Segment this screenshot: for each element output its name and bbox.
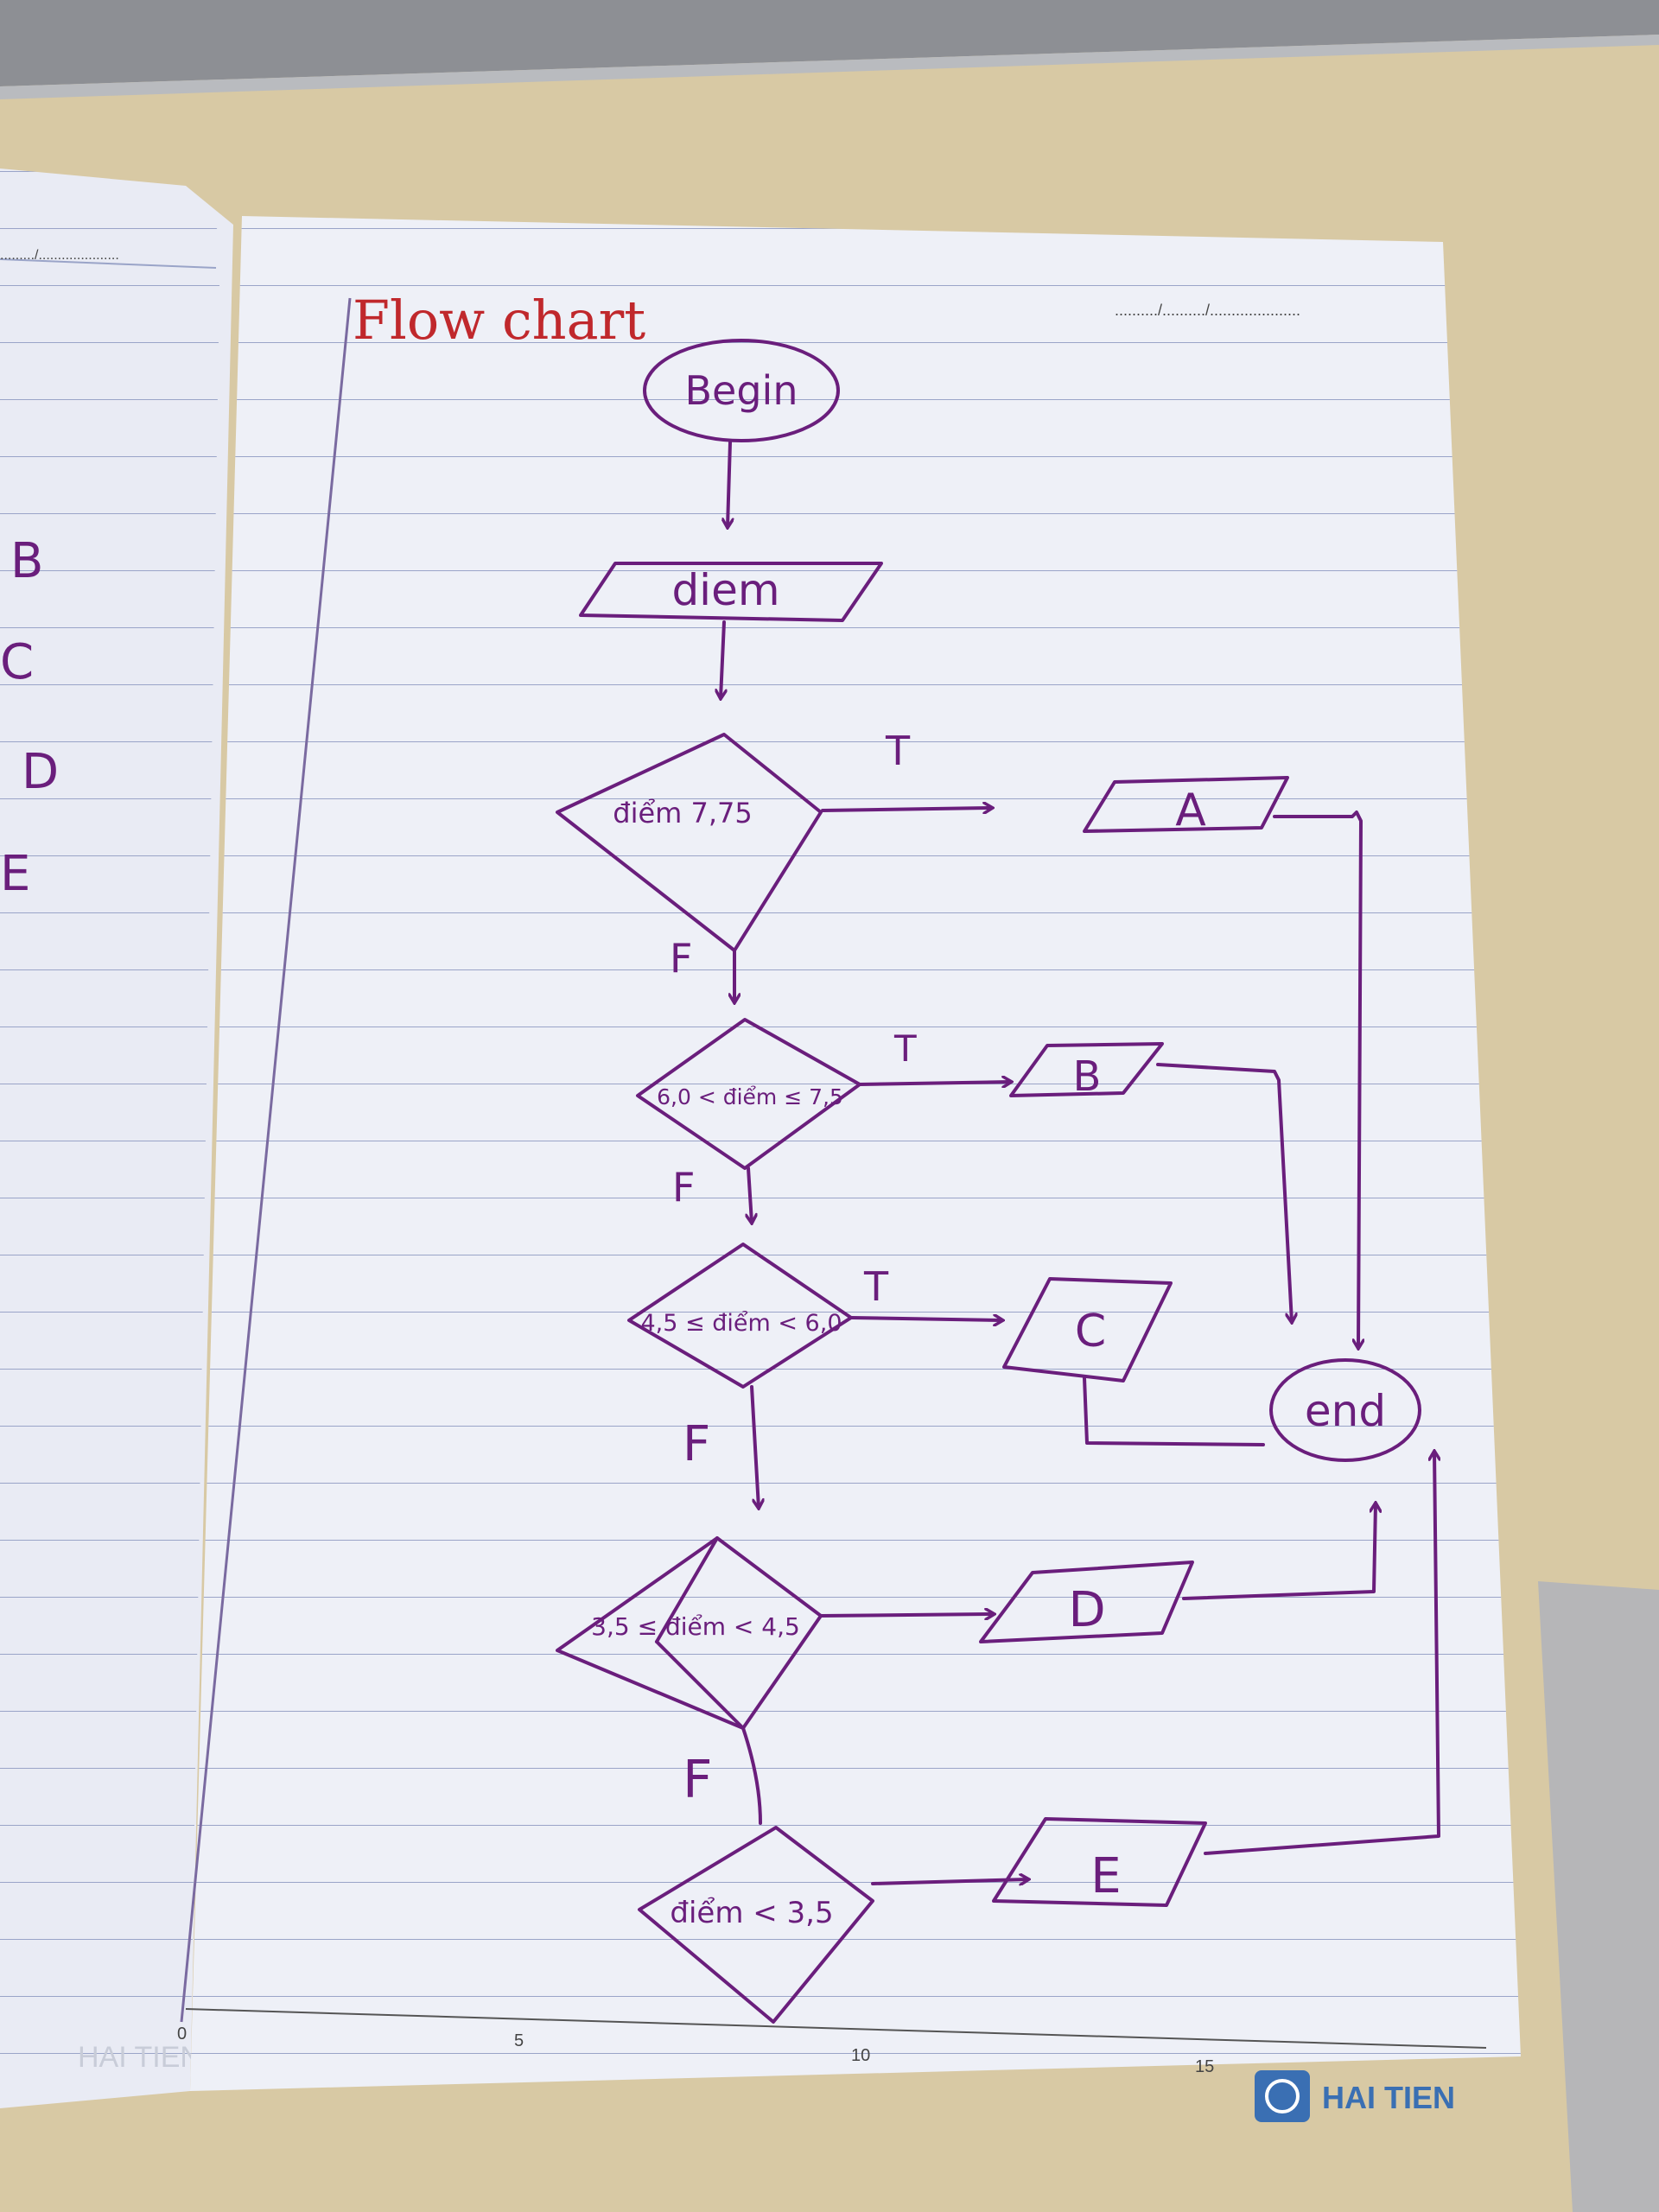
decision-3-text: 4,5 ≤ điểm < 6,0	[640, 1310, 842, 1337]
output-c-label: C	[1075, 1306, 1106, 1357]
output-e-label: E	[1090, 1848, 1121, 1904]
decision-1-false-label: F	[670, 935, 692, 982]
ruler-tick-10: 10	[851, 2046, 870, 2065]
decision-2-text: 6,0 < điểm ≤ 7,5	[657, 1084, 843, 1109]
ruler-line	[185, 2008, 1487, 2049]
output-b-label: B	[1073, 1052, 1102, 1101]
connector-a-end	[1273, 810, 1361, 1348]
output-d-label: D	[1068, 1582, 1105, 1638]
left-letter-d: D	[22, 744, 59, 800]
output-b	[1009, 1042, 1164, 1097]
arrow-d2-false	[748, 1166, 752, 1223]
decision-5-text: điểm < 3,5	[670, 1896, 833, 1930]
decision-5	[638, 1826, 874, 2024]
output-a-label: A	[1175, 785, 1206, 836]
end-label: end	[1305, 1386, 1386, 1436]
connector-e-end	[1204, 1452, 1439, 1855]
output-d	[979, 1560, 1194, 1643]
arrow-input-decision1	[721, 620, 724, 698]
left-letter-c: C	[0, 634, 34, 690]
page-title: Flow chart	[353, 289, 645, 352]
input-label: diem	[671, 565, 779, 615]
decision-2-true-label: T	[893, 1027, 917, 1070]
arrow-d3-true	[849, 1318, 1002, 1320]
grey-tray	[1538, 1581, 1659, 2212]
connector-c-end	[1083, 1376, 1265, 1446]
left-date-placeholder: ........./.....................	[0, 248, 119, 263]
left-letter-e: E	[0, 846, 30, 902]
arrow-d3-false	[750, 1385, 759, 1508]
arrow-d1-true	[821, 808, 992, 810]
laptop-edge	[0, 0, 1659, 86]
ruler-tick-5: 5	[514, 2031, 524, 2050]
ruler-tick-0: 0	[177, 2024, 187, 2044]
output-a	[1083, 776, 1289, 833]
end-terminal	[1269, 1358, 1421, 1462]
arrow-d2-true	[858, 1082, 1011, 1084]
ghost-brand: HAI TIEN	[78, 2041, 201, 2074]
margin-line	[180, 297, 352, 2023]
decision-3-true-label: T	[863, 1263, 889, 1310]
begin-label: Begin	[685, 367, 798, 414]
brand-logo: HAI TIEN	[1255, 2070, 1455, 2122]
arrow-begin-input	[728, 441, 730, 527]
output-c	[1002, 1277, 1173, 1382]
connector-b-end	[1156, 1063, 1292, 1322]
arrow-d4-false	[741, 1726, 762, 1825]
begin-terminal	[643, 339, 840, 442]
decision-3	[627, 1243, 853, 1389]
arrow-d4-true	[819, 1614, 994, 1616]
decision-1-true-label: T	[885, 728, 911, 774]
input-parallelogram	[579, 562, 883, 622]
decision-4-text: 3,5 ≤ điểm < 4,5	[591, 1612, 800, 1641]
decision-1-text: điểm 7,75	[613, 797, 752, 830]
connector-d-end	[1182, 1503, 1376, 1600]
brand-name: HAI TIEN	[1322, 2080, 1455, 2115]
date-placeholder: ........../........../..................…	[1115, 302, 1300, 319]
flowchart: Begin diem điểm 7,75 T A F 6,0 < điểm ≤ …	[556, 339, 1439, 2024]
output-e	[992, 1817, 1207, 1907]
arrow-d5-true	[871, 1879, 1028, 1884]
brand-logo-icon	[1255, 2070, 1310, 2122]
ruler-tick-15: 15	[1195, 2057, 1214, 2076]
decision-2	[636, 1018, 861, 1170]
decision-3-false-label: F	[683, 1416, 710, 1472]
left-letter-b: B	[10, 533, 43, 589]
decision-4-false-label: F	[683, 1750, 713, 1810]
decision-2-false-label: F	[672, 1164, 695, 1211]
